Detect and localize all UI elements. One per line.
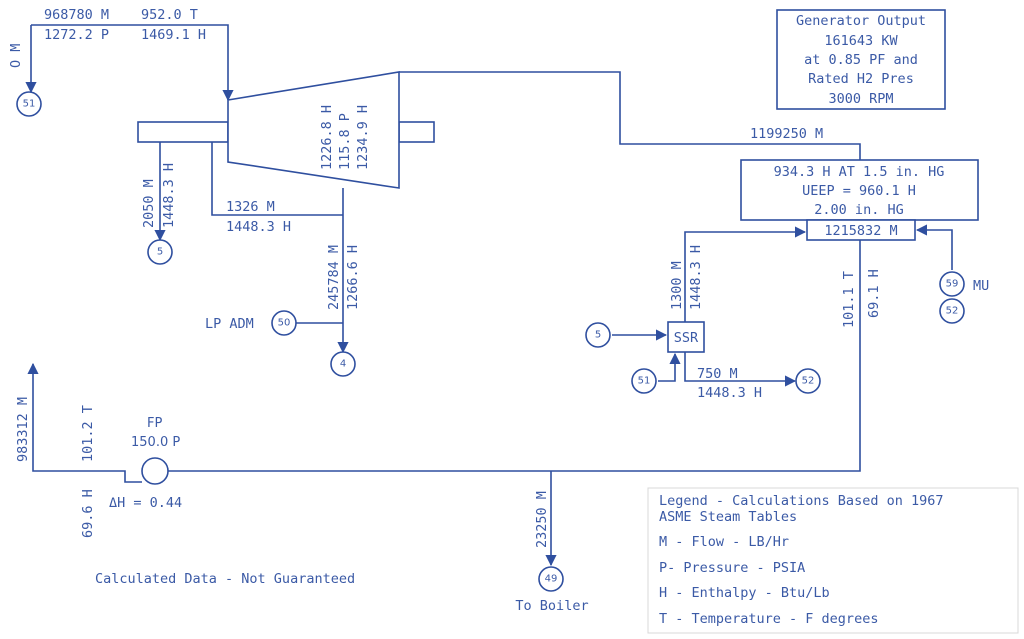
main-steam-flow: 968780 M — [44, 7, 109, 23]
main-steam-line — [31, 24, 234, 102]
leakoff-enthalpy: 1448.3 H — [226, 219, 291, 235]
node-52-ssr-label: 52 — [802, 376, 815, 387]
ssr-out-flow: 750 M — [697, 366, 738, 382]
legend-box — [647, 487, 1019, 634]
node-49 — [538, 566, 564, 592]
fp-pressure: 150.0 P — [131, 435, 180, 450]
node-4-label: 4 — [340, 359, 346, 370]
condensate-line — [168, 240, 861, 472]
generator-line3: at 0.85 PF and — [804, 52, 918, 68]
ssr-in-flow: 1300 M — [669, 261, 685, 310]
hotwell-box — [806, 219, 916, 241]
generator-line2: 161643 KW — [824, 33, 898, 49]
feedwater-temp: 101.2 T — [80, 405, 96, 462]
leakoff-line — [211, 142, 343, 216]
legend-title1: Legend - Calculations Based on 1967 — [659, 493, 943, 509]
node-59 — [939, 271, 965, 297]
generator-line4: Rated H2 Pres — [808, 71, 914, 87]
shaft-right — [398, 121, 435, 143]
node-52-ssr — [795, 368, 821, 394]
node-5-gland — [147, 239, 173, 265]
exhaust-flow: 1199250 M — [750, 126, 823, 142]
lp-adm-label: LP ADM — [205, 316, 254, 332]
node-49-label: 49 — [545, 574, 558, 585]
legend-title2: ASME Steam Tables — [659, 509, 797, 525]
condensate-enthalpy: 69.1 H — [866, 269, 882, 318]
turbine-enthalpy-in: 1226.8 H — [319, 105, 335, 170]
feedwater-enthalpy: 69.6 H — [80, 489, 96, 538]
boiler-label: To Boiler — [515, 598, 588, 614]
disclaimer: Calculated Data - Not Guaranteed — [95, 571, 355, 587]
gland-flow: 2050 M — [141, 179, 157, 228]
main-steam-temp: 952.0 T — [141, 7, 198, 23]
generator-box — [776, 9, 946, 110]
generator-line1: Generator Output — [796, 13, 926, 29]
feedwater-line — [27, 362, 142, 483]
node-52-mu — [939, 298, 965, 324]
node-51-ssr — [631, 368, 657, 394]
node-51-ssr-label: 51 — [638, 376, 651, 387]
node-50-label: 50 — [278, 318, 291, 329]
gland-enthalpy: 1448.3 H — [161, 163, 177, 228]
boiler-flow: 23250 M — [534, 491, 550, 548]
ssr-inlet-51-line — [658, 352, 681, 382]
ssr-drain-line — [684, 226, 807, 322]
ssr-box — [667, 321, 705, 353]
main-steam-pressure: 1272.2 P — [44, 27, 109, 43]
legend-h: H - Enthalpy - Btu/Lb — [659, 585, 830, 601]
ssr-label: SSR — [674, 330, 699, 346]
node-51-main-label: 51 — [23, 99, 36, 110]
turbine-enthalpy-out: 1234.9 H — [355, 105, 371, 170]
turbine — [227, 71, 400, 189]
feed-pump — [141, 457, 169, 485]
condenser-line2: UEEP = 960.1 H — [802, 183, 916, 199]
ssr-out-enthalpy: 1448.3 H — [697, 385, 762, 401]
turbine-pressure: 115.8 P — [337, 113, 353, 170]
ssr-outlet-line — [684, 352, 797, 387]
node-5-gland-label: 5 — [157, 247, 163, 258]
condensate-temp: 101.1 T — [841, 271, 857, 328]
fp-label: FP — [147, 416, 162, 431]
generator-line5: 3000 RPM — [828, 91, 893, 107]
extraction-flow: 245784 M — [326, 245, 342, 310]
exhaust-line — [399, 71, 861, 160]
condenser-line3: 2.00 in. HG — [814, 202, 903, 218]
node-52-mu-label: 52 — [946, 306, 959, 317]
main-steam-enthalpy: 1469.1 H — [141, 27, 206, 43]
node-4 — [330, 351, 356, 377]
hotwell-flow: 1215832 M — [824, 223, 897, 239]
makeup-label: MU — [973, 278, 989, 294]
legend-m: M - Flow - LB/Hr — [659, 534, 789, 550]
extraction-enthalpy: 1266.6 H — [345, 245, 361, 310]
main-steam-side-label: O M — [8, 44, 24, 68]
node-51-main — [16, 91, 42, 117]
shaft-left — [137, 121, 229, 143]
legend-p: P- Pressure - PSIA — [659, 560, 805, 576]
condenser-line1: 934.3 H AT 1.5 in. HG — [774, 164, 945, 180]
fp-delta-h: ΔH = 0.44 — [109, 495, 182, 511]
feedwater-flow: 983312 M — [15, 397, 31, 462]
node-50 — [271, 310, 297, 336]
node-59-label: 59 — [946, 279, 959, 290]
legend-t: T - Temperature - F degrees — [659, 611, 878, 627]
ssr-in-enthalpy: 1448.3 H — [688, 245, 704, 310]
makeup-line — [915, 224, 953, 270]
node-5-ssr-label: 5 — [595, 330, 601, 341]
node-5-ssr — [585, 322, 611, 348]
leakoff-flow: 1326 M — [226, 199, 275, 215]
